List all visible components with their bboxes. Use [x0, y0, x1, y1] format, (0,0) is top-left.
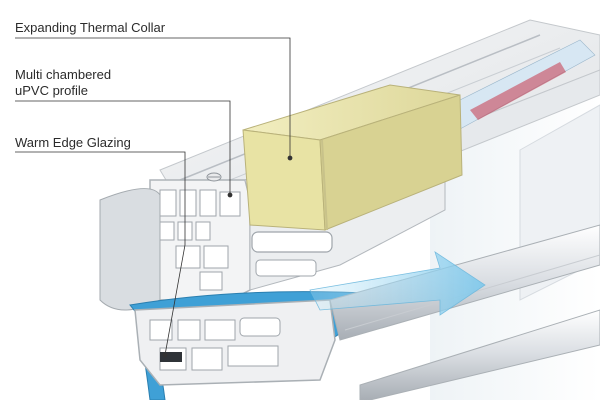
warm-edge-spacer: [160, 352, 182, 362]
thermal-collar-front: [242, 129, 326, 231]
callout-warm-edge-glazing: Warm Edge Glazing: [15, 135, 131, 150]
callout-upvc-profile: Multi chambered uPVC profile: [15, 67, 112, 98]
thermal-collar-edge: [321, 139, 328, 231]
leader-glazing-dot: [162, 352, 168, 358]
airflow-arrow-icon: [309, 251, 486, 316]
leader-profile: [15, 100, 231, 195]
leader-glazing: [15, 151, 186, 356]
callout-leader-lines: [15, 37, 293, 358]
sash-profile-section: [134, 299, 336, 386]
bottom-rail: [359, 309, 600, 400]
leader-collar: [15, 37, 291, 158]
leader-collar-dot: [287, 155, 293, 161]
collar-wrap-print: [470, 62, 566, 120]
screw-head-icon: [206, 172, 222, 182]
leader-profile-dot: [227, 192, 233, 198]
cover-profile-left: [99, 188, 161, 311]
callout-thermal-collar: Expanding Thermal Collar: [15, 20, 166, 35]
thermal-collar-side: [319, 94, 463, 231]
profile-lower-chamber-2: [255, 259, 317, 277]
profile-lower-chamber: [251, 231, 333, 253]
